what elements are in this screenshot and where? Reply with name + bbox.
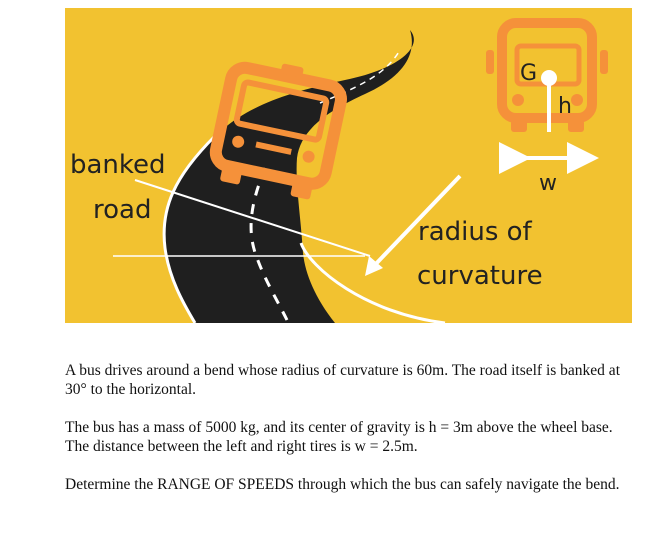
label-G: G [520, 61, 537, 86]
center-of-gravity-dot [541, 70, 557, 86]
problem-paragraph-3: Determine the RANGE OF SPEEDS through wh… [65, 476, 620, 493]
label-banked: banked [70, 150, 166, 180]
problem-paragraph-1: A bus drives around a bend whose radius … [65, 362, 620, 398]
label-h: h [558, 94, 572, 119]
label-radius-of: radius of [418, 217, 533, 247]
bus-front-diagram [486, 18, 608, 132]
bank-angle-line [134, 179, 371, 257]
problem-paragraph-2: The bus has a mass of 5000 kg, and its c… [65, 419, 613, 455]
label-road: road [93, 195, 151, 225]
bus-icon [209, 61, 347, 200]
label-curvature: curvature [417, 261, 543, 291]
problem-statement: A bus drives around a bend whose radius … [65, 361, 635, 513]
label-w: w [539, 171, 557, 196]
illustration-panel: banked road radius of curvature G h w [65, 8, 632, 323]
radius-arrow [368, 174, 462, 272]
radius-arrow-head [365, 256, 383, 276]
